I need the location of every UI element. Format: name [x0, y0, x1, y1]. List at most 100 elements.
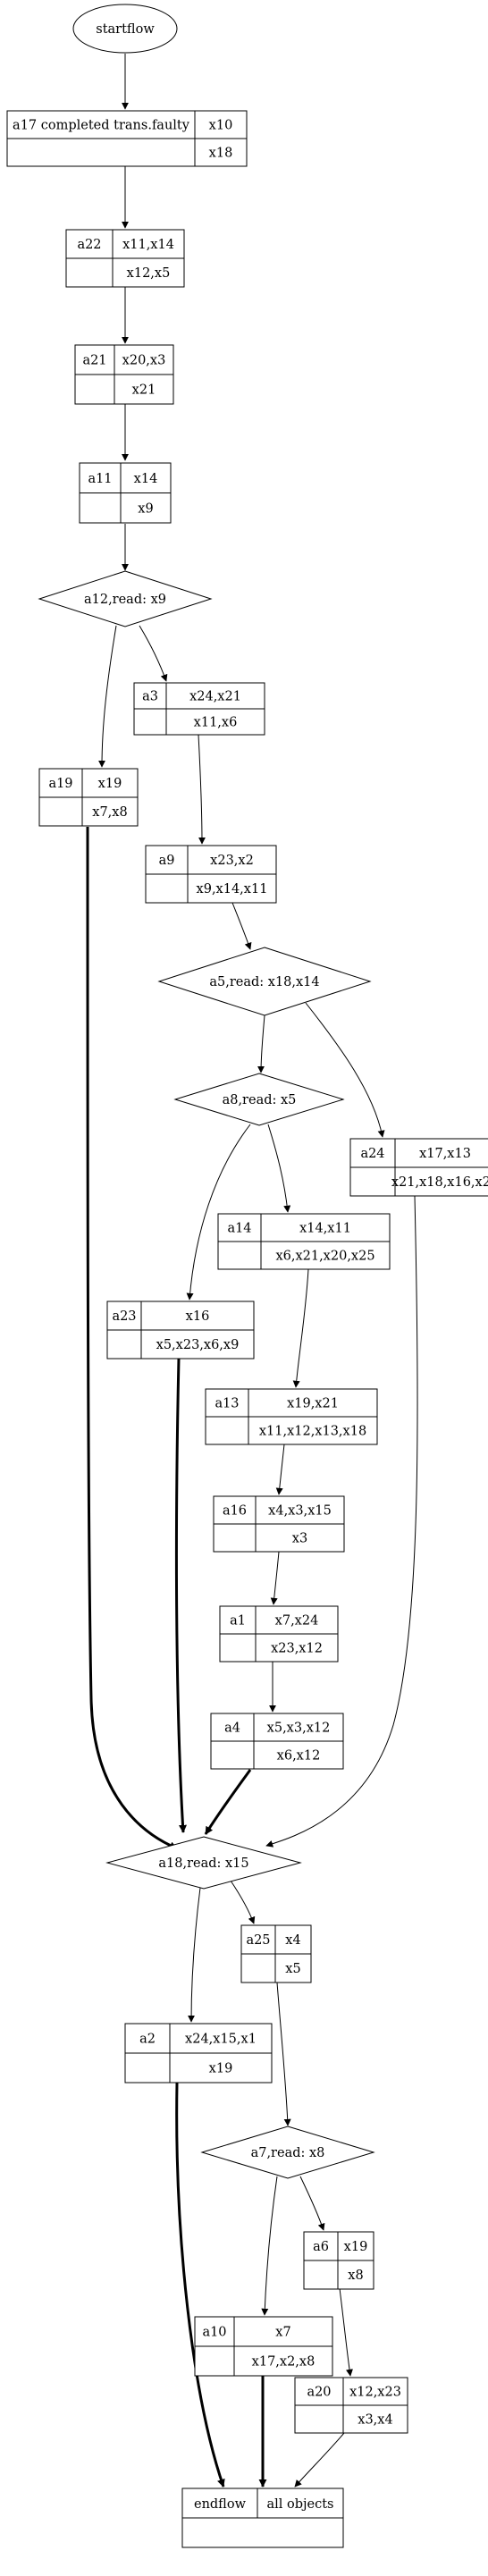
activity-a17: a17 completed trans.faulty x10 x18	[6, 110, 248, 167]
activity-a24: a24 x17,x13 x21,x18,x16,x20	[349, 1138, 488, 1197]
activity-label: a11	[88, 472, 112, 486]
end-objects-label: all objects	[266, 2497, 333, 2512]
activity-inputs: x23,x2	[210, 854, 254, 868]
activity-outputs: x3	[292, 1532, 307, 1546]
edge-a19-a18	[86, 826, 178, 1850]
edge-a16-a1	[270, 1551, 280, 1605]
edge-a14-a13	[292, 1268, 309, 1388]
edge-a8-a23	[186, 1124, 251, 1301]
end-label: endflow	[194, 2497, 247, 2512]
activity-outputs: x7,x8	[92, 805, 127, 820]
activity-inputs: x10	[209, 119, 233, 133]
edge-a2-end	[175, 2082, 225, 2488]
decision-diamond	[38, 570, 213, 627]
edge-a12-a3	[139, 625, 168, 682]
activity-label: a22	[77, 238, 101, 252]
activity-inputs: x11,x14	[122, 238, 174, 252]
activity-label: a6	[313, 2240, 329, 2254]
activity-a19: a19 x19 x7,x8	[38, 768, 139, 827]
end-node: endflow all objects	[181, 2488, 344, 2548]
activity-outputs: x6,x21,x20,x25	[275, 1250, 374, 1264]
activity-label: a2	[139, 2033, 156, 2047]
edge-a9-a5	[231, 902, 252, 950]
start-node: startflow	[72, 4, 178, 54]
decision-label: a7,read: x8	[251, 2146, 325, 2160]
activity-inputs: x7,x24	[275, 1614, 319, 1629]
decision-diamond	[105, 1836, 302, 1890]
edge-a13-a16	[275, 1444, 285, 1495]
edge-a7-a10	[261, 2176, 278, 2316]
edge-a5-a24	[305, 1002, 385, 1138]
activity-outputs: x21,x18,x16,x20	[391, 1175, 488, 1190]
activity-label: a10	[202, 2326, 226, 2340]
activity-inputs: x4	[285, 1933, 300, 1948]
activity-outputs: x3,x4	[358, 2413, 392, 2428]
activity-nodes: a17 completed trans.faulty x10 x18 a22 x11,x…	[6, 110, 488, 2434]
activity-inputs: x7	[275, 2326, 290, 2340]
activity-outputs: x5,x23,x6,x9	[156, 1338, 240, 1352]
decision-a5: a5,read: x18,x14	[157, 947, 372, 1016]
edge-a25-a7	[276, 1982, 291, 2126]
decision-diamond	[173, 1073, 345, 1126]
activity-inputs: x24,x15,x1	[185, 2033, 257, 2047]
decision-label: a18,read: x15	[158, 1856, 248, 1871]
activity-a23: a23 x16 x5,x23,x6,x9	[106, 1301, 255, 1360]
edge-a4-a18	[204, 1769, 252, 1835]
activity-label: a24	[360, 1147, 384, 1161]
activity-label: a1	[230, 1614, 246, 1629]
edge-a7-a6	[299, 2176, 325, 2231]
activity-label: a9	[159, 854, 175, 868]
activity-inputs: x19,x21	[287, 1397, 339, 1411]
activity-a3: a3 x24,x21 x11,x6	[133, 682, 265, 736]
decision-label: a5,read: x18,x14	[209, 975, 319, 989]
activity-outputs: x21	[132, 383, 156, 398]
activity-outputs: x9,x14,x11	[197, 882, 268, 897]
activity-label: a4	[224, 1722, 240, 1736]
activity-outputs: x12,x5	[127, 266, 171, 281]
start-label: startflow	[96, 22, 155, 37]
activity-outputs: x5	[285, 1962, 300, 1976]
activity-inputs: x5,x3,x12	[267, 1722, 331, 1736]
activity-label: a19	[48, 777, 72, 791]
activity-outputs: x8	[348, 2269, 363, 2283]
decision-diamond	[200, 2126, 375, 2179]
activity-outputs: x18	[209, 147, 233, 161]
decision-diamond	[157, 947, 372, 1016]
edge-a12-a19	[98, 625, 117, 768]
activity-inputs: x14	[134, 472, 158, 486]
activity-label: a3	[142, 690, 158, 704]
activity-label: a17 completed trans.faulty	[13, 119, 190, 133]
edge-a3-a9	[198, 734, 206, 845]
decision-label: a12,read: x9	[84, 593, 166, 607]
edge-a18-a2	[188, 1887, 201, 2023]
activity-inputs: x19	[98, 777, 122, 791]
activity-a11: a11 x14 x9	[79, 462, 172, 524]
activity-outputs: x6,x12	[277, 1749, 321, 1764]
activity-outputs: x11,x6	[194, 716, 238, 730]
activity-inputs: x12,x23	[349, 2386, 401, 2400]
edge-a6-a20	[339, 2287, 353, 2377]
activity-outputs: x9	[138, 501, 153, 516]
activity-label: a23	[112, 1309, 136, 1324]
activity-a2: a2 x24,x15,x1 x19	[124, 2023, 273, 2084]
decision-a7: a7,read: x8	[200, 2126, 375, 2179]
activity-inputs: x24,x21	[189, 690, 241, 704]
edge-a23-a18	[174, 1358, 188, 1833]
edges	[86, 54, 418, 2488]
activity-inputs: x17,x13	[419, 1147, 471, 1161]
activity-label: a14	[227, 1222, 251, 1236]
activity-inputs: x16	[186, 1309, 210, 1324]
activity-outputs: x19	[209, 2062, 233, 2076]
activity-a4: a4 x5,x3,x12 x6,x12	[210, 1713, 344, 1770]
edge-a5-a8	[257, 1014, 265, 1073]
